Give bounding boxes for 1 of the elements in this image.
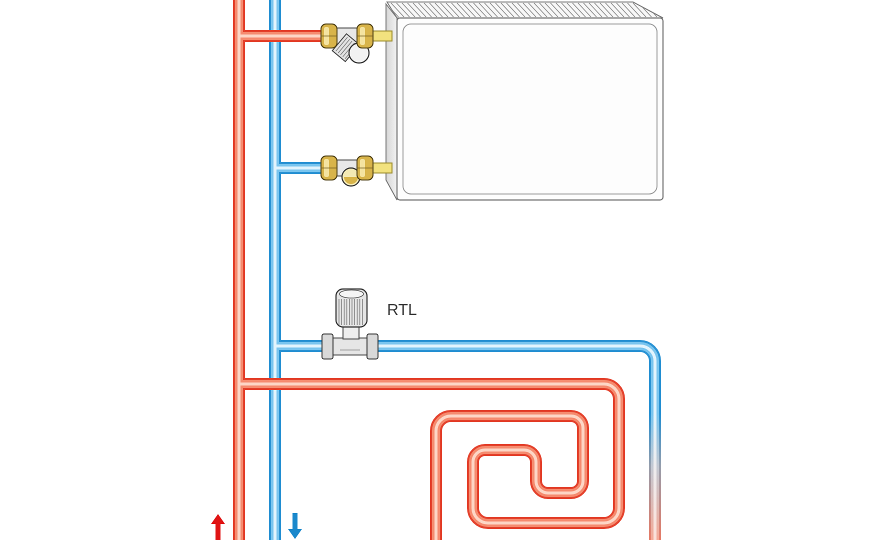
valve-label: RTL (387, 302, 417, 320)
